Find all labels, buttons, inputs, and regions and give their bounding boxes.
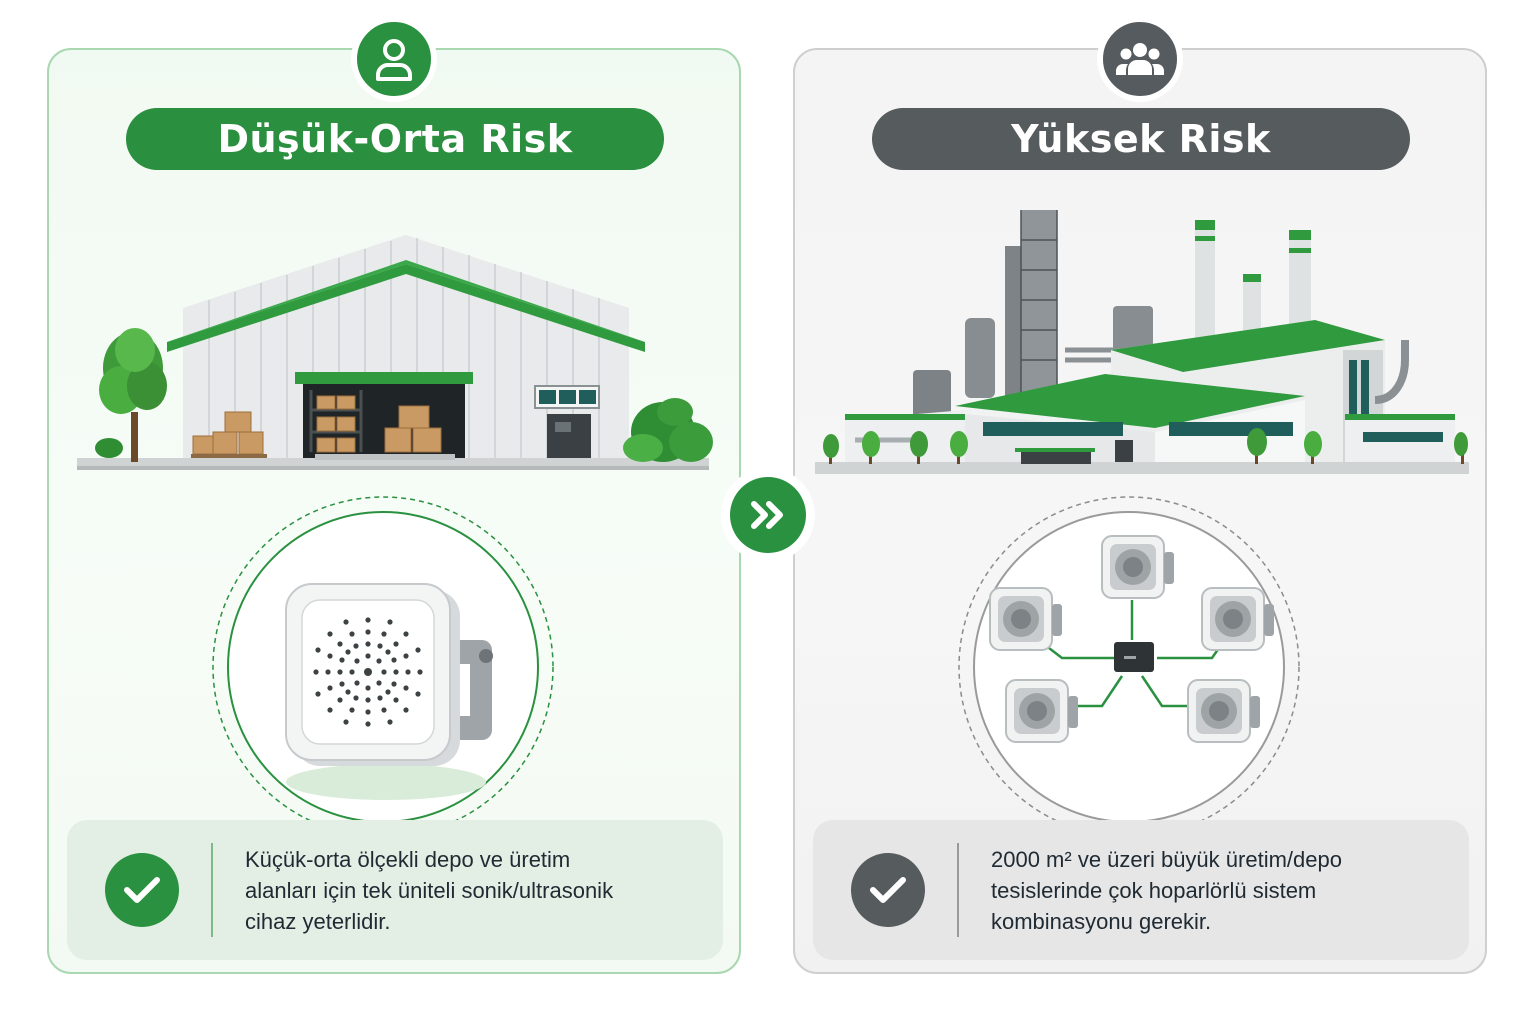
user-icon: [351, 16, 437, 102]
low-medium-risk-description: Küçük-orta ölçekli depo ve üretim alanla…: [245, 846, 614, 934]
high-risk-title: Yüksek Risk: [872, 108, 1410, 170]
high-risk-panel: Yüksek Risk: [793, 16, 1487, 974]
high-risk-description: 2000 m² ve üzeri büyük üretim/depo tesis…: [991, 846, 1342, 934]
single-speaker-icon: [212, 496, 554, 838]
warehouse-illustration: [77, 235, 713, 470]
divider: [957, 843, 959, 937]
double-chevron-right-icon: [721, 468, 815, 562]
high-risk-info-card: 2000 m² ve üzeri büyük üretim/depo tesis…: [813, 820, 1469, 960]
low-medium-risk-info-card: Küçük-orta ölçekli depo ve üretim alanla…: [67, 820, 723, 960]
low-medium-risk-title: Düşük-Orta Risk: [126, 108, 664, 170]
check-icon: [851, 853, 925, 927]
factory-illustration: [815, 210, 1469, 474]
check-icon: [105, 853, 179, 927]
divider: [211, 843, 213, 937]
multi-speaker-network-icon: [958, 496, 1300, 838]
group-icon: [1097, 16, 1183, 102]
low-medium-risk-panel: Düşük-Orta Risk: [47, 16, 741, 974]
